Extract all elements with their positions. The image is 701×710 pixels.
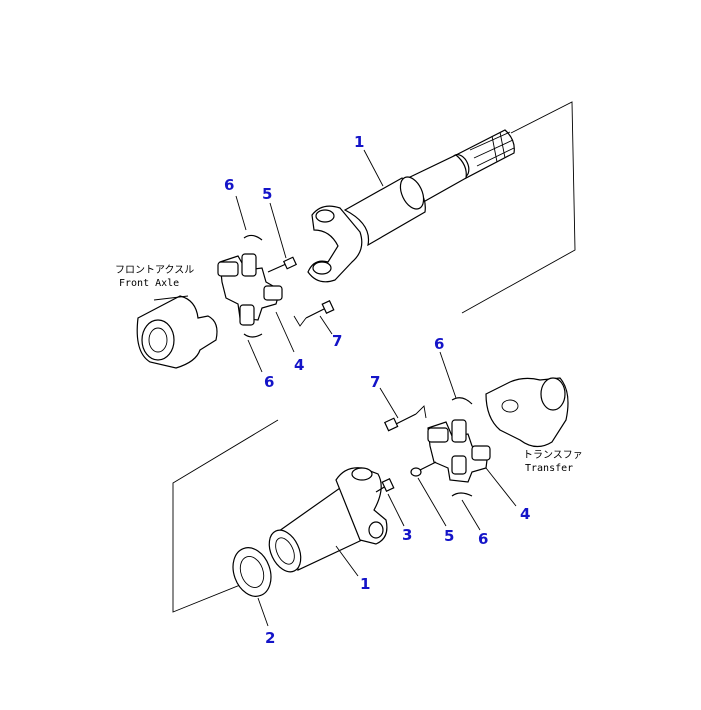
transfer-label-jp: トランスファ [523, 449, 583, 461]
lower-frame-line [172, 419, 279, 613]
transfer-flange [485, 377, 569, 448]
lower-grease-fitting [410, 461, 437, 477]
lower-clip-bottom [451, 492, 473, 497]
upper-frame-line [461, 101, 576, 314]
seal-ring [232, 547, 272, 597]
callout-upper-clip-top: 6 [224, 176, 234, 194]
leader-upper-clip-top [235, 195, 247, 231]
lower-fitting [375, 477, 395, 493]
upper-bolt [293, 299, 335, 327]
callout-lower-shaft: 1 [360, 575, 370, 593]
leader-upper-clip-bottom [247, 339, 263, 373]
callout-upper-bolt: 7 [332, 332, 342, 350]
front-axle-flange [136, 295, 218, 369]
callout-lower-clip-bottom: 6 [478, 530, 488, 548]
callout-lower-bolt: 7 [370, 373, 380, 391]
upper-grease-fitting [267, 256, 298, 273]
callout-lower-clip-top: 6 [434, 335, 444, 353]
lower-yoke [335, 467, 388, 545]
leader-lower-shaft [335, 545, 359, 577]
upper-shaft-assembly [307, 101, 576, 314]
callout-upper-grease-fitting: 5 [262, 185, 272, 203]
leader-upper-bolt [319, 315, 333, 335]
leader-upper-grease [269, 202, 287, 259]
transfer-label-en: Transfer [525, 463, 573, 474]
leader-upper-shaft [363, 149, 384, 187]
callout-lower-fitting: 3 [402, 526, 412, 544]
lower-bolt [383, 405, 427, 432]
leader-seal [257, 597, 269, 627]
upper-shaft-tube [343, 154, 467, 247]
upper-yoke [307, 205, 363, 283]
front-axle-label-jp: フロントアクスル [115, 264, 194, 276]
leader-lower-clip-top [439, 351, 457, 399]
lower-clip-top [451, 397, 473, 405]
leader-lower-spider [485, 467, 517, 507]
callout-lower-spider: 4 [520, 505, 530, 523]
upper-spider-cross [217, 253, 283, 326]
leader-lower-grease [417, 477, 447, 527]
upper-clip-bottom [243, 333, 263, 338]
leader-lower-clip-bottom [461, 499, 481, 531]
callout-seal: 2 [265, 629, 275, 647]
callout-upper-clip-bottom: 6 [264, 373, 274, 391]
leader-upper-spider [275, 311, 295, 353]
leader-lower-fitting [387, 493, 405, 527]
callout-numbers: 1 6 5 6 4 7 6 7 4 5 6 3 1 2 [224, 133, 530, 647]
callout-upper-shaft: 1 [354, 133, 364, 151]
front-axle-label-en: Front Axle [119, 278, 179, 289]
callout-lower-grease-fitting: 5 [444, 527, 454, 545]
callout-upper-spider: 4 [294, 356, 304, 374]
leader-lower-bolt [379, 387, 399, 419]
upper-clip-top [243, 234, 263, 241]
lower-spider-cross [427, 419, 491, 483]
lower-shaft-assembly [172, 419, 395, 613]
